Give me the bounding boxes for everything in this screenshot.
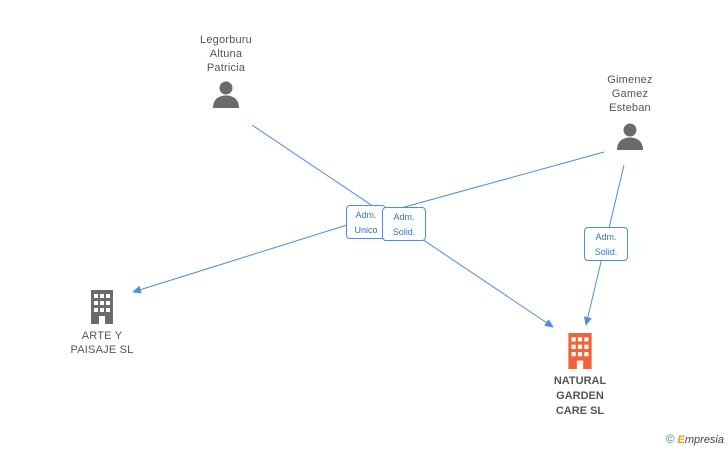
relation-badge-legorburu-natural[interactable]: Adm. Solid. <box>382 207 426 241</box>
edge-gimenez-arte-b <box>132 224 348 294</box>
person-name-line: Esteban <box>609 102 651 114</box>
company-name-line: GARDEN <box>556 390 604 402</box>
person-name-line: Gamez <box>611 88 649 100</box>
person-name-line: Altuna <box>209 48 243 60</box>
person-name-line: Patricia <box>206 62 246 74</box>
building-icon <box>568 333 592 369</box>
relation-label-line: Solid. <box>594 247 618 257</box>
person-icon <box>213 81 239 108</box>
company-node-arte[interactable]: ARTE Y PAISAJE SL <box>52 290 152 357</box>
brand-name: mpresia <box>684 434 724 446</box>
relation-label-line: Adm. <box>355 210 377 220</box>
person-name-line: Gimenez <box>607 74 653 86</box>
company-name-line: CARE SL <box>555 405 605 417</box>
brand-initial: E <box>677 434 685 446</box>
company-name-line: ARTE Y <box>81 330 123 342</box>
edge-gimenez-arte-a <box>389 151 605 212</box>
person-node-legorburu[interactable]: Legorburu Altuna Patricia <box>176 33 276 114</box>
copyright-icon: © <box>665 432 675 446</box>
relation-label-line: Solid. <box>392 227 416 237</box>
person-name-line: Legorburu <box>200 34 252 46</box>
building-icon <box>91 290 113 324</box>
person-node-gimenez[interactable]: Gimenez Gamez Esteban <box>580 73 680 156</box>
relation-label-line: Unico <box>354 225 378 235</box>
relation-badge-gimenez-natural[interactable]: Adm. Solid. <box>584 227 628 261</box>
company-name-line: PAISAJE SL <box>70 344 134 356</box>
relation-label-line: Adm. <box>393 212 415 222</box>
company-name-line: NATURAL <box>553 375 607 387</box>
person-icon <box>617 123 643 150</box>
company-node-natural[interactable]: NATURAL GARDEN CARE SL <box>530 333 630 419</box>
relation-label-line: Adm. <box>595 232 617 242</box>
relation-badge-gimenez-arte[interactable]: Adm. Unico <box>346 205 386 239</box>
brand-footer: ©Empresia <box>666 432 724 446</box>
